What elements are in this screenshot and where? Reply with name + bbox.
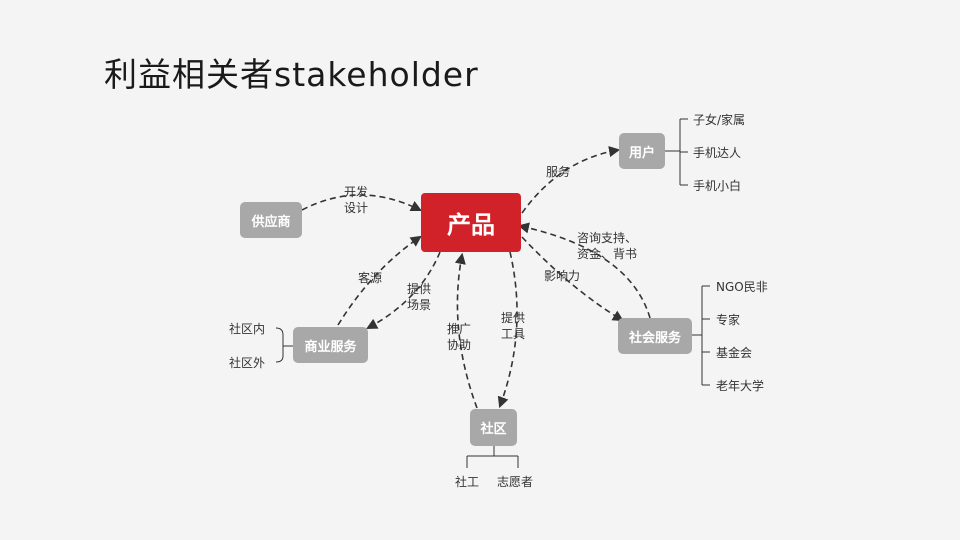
user-node: 用户 [619, 133, 665, 169]
edge-label-promote-assist: 推广协助 [447, 322, 472, 352]
leaf-user-expert: 手机达人 [693, 146, 742, 160]
leaf-social-senior-univ: 老年大学 [716, 379, 765, 393]
edge-product-user [521, 146, 621, 214]
community-node: 社区 [470, 409, 517, 446]
edge-label-provide-scene: 提供场景 [407, 282, 432, 312]
commercial-service-node: 商业服务 [293, 327, 368, 363]
edge-label-influence: 影响力 [544, 269, 581, 283]
leaf-social-expert: 专家 [716, 313, 741, 327]
edge-label-service: 服务 [546, 165, 571, 179]
user-leaf-bracket [665, 118, 688, 186]
social-service-node: 社会服务 [618, 318, 692, 354]
leaf-commercial-outside: 社区外 [229, 356, 266, 370]
edge-product-commercial [366, 251, 441, 330]
edge-label-dev-design: 开发设计 [344, 185, 369, 215]
leaf-social-foundation: 基金会 [716, 346, 753, 360]
page-title: 利益相关者stakeholder [104, 55, 479, 94]
leaf-user-family: 子女/家属 [693, 113, 746, 127]
edge-label-customers: 客源 [358, 271, 383, 285]
leaf-commercial-inside: 社区内 [229, 322, 266, 336]
leaf-community-volunteer: 志愿者 [497, 475, 534, 489]
leaf-social-ngo: NGO民非 [716, 280, 768, 294]
community-leaf-bracket [466, 446, 519, 468]
supplier-node: 供应商 [240, 202, 302, 238]
product-node: 产品 [421, 193, 521, 252]
leaf-community-social-worker: 社工 [455, 475, 480, 489]
edge-supplier-product [301, 194, 423, 212]
edge-product-social [521, 236, 624, 322]
leaf-user-novice: 手机小白 [693, 179, 742, 193]
social-leaf-bracket [692, 285, 710, 386]
commercial-leaf-bracket [275, 327, 293, 363]
edge-label-provide-tools: 提供工具 [501, 311, 526, 341]
edge-commercial-product [337, 235, 422, 326]
edge-label-consult: 咨询支持、资金、背书 [577, 231, 638, 261]
edge-social-product [517, 222, 651, 319]
